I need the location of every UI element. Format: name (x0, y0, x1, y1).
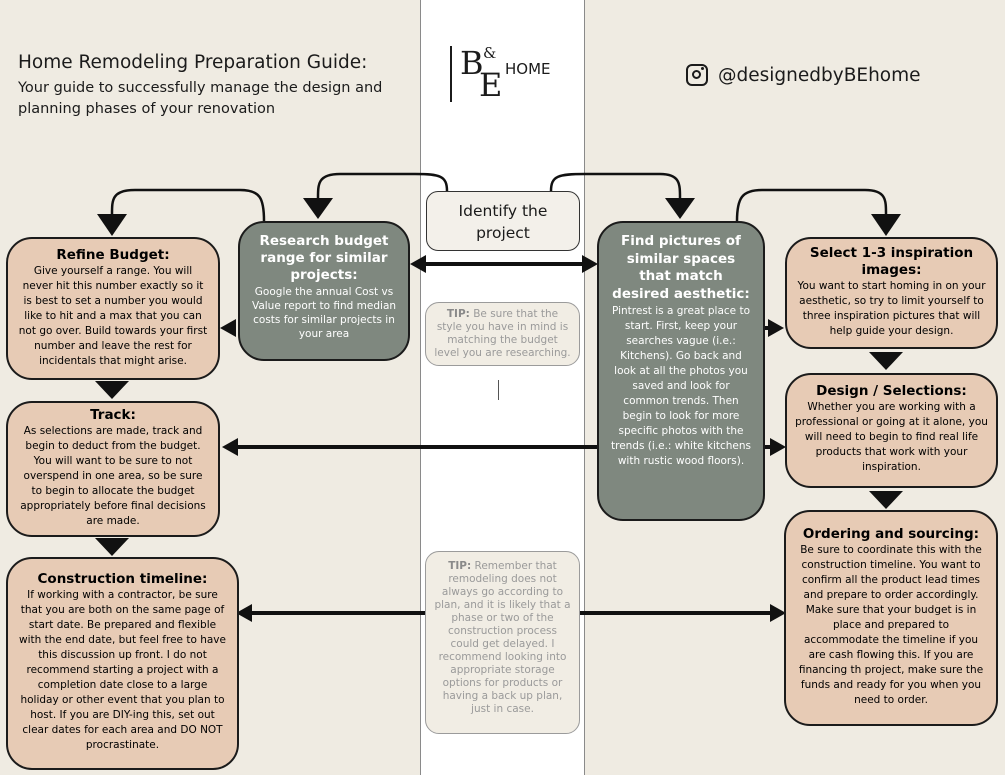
arrowhead (95, 381, 129, 399)
tip-label: TIP: (448, 560, 472, 572)
node-track: Track: As selections are made, track and… (6, 401, 220, 537)
node-track-title: Track: (90, 407, 136, 423)
node-find-pictures-title: Find pictures of similar spaces that mat… (612, 233, 750, 302)
tip-box-style-budget: TIP: Be sure that the style you have in … (425, 302, 580, 366)
node-design-selections: Design / Selections: Whether you are wor… (785, 373, 998, 488)
arrowhead (410, 255, 426, 273)
node-construction-timeline: Construction timeline: If working with a… (6, 557, 239, 770)
node-research-budget: Research budget range for similar projec… (238, 221, 410, 361)
logo-word: HOME (505, 60, 551, 78)
node-construction-title: Construction timeline: (37, 571, 208, 587)
instagram-icon (686, 64, 708, 86)
node-construction-body: If working with a contractor, be sure th… (19, 589, 226, 751)
node-design-title: Design / Selections: (816, 383, 967, 399)
logo-letter-b: B (460, 44, 484, 82)
arrowhead (665, 198, 695, 219)
node-refine-budget: Refine Budget: Give yourself a range. Yo… (6, 237, 220, 380)
node-refine-body: Give yourself a range. You will never hi… (18, 265, 208, 367)
be-home-logo: B & E HOME (446, 44, 566, 102)
text-cursor (498, 380, 499, 400)
node-research-body: Google the annual Cost vs Value report t… (251, 286, 397, 340)
arrowhead (770, 604, 786, 622)
node-refine-title: Refine Budget: (56, 247, 170, 263)
node-research-title: Research budget range for similar projec… (259, 233, 389, 283)
social-handle-text: @designedbyBEhome (718, 64, 921, 86)
node-find-pictures: Find pictures of similar spaces that mat… (597, 221, 765, 521)
arrowhead (220, 319, 236, 337)
arrowhead (97, 214, 127, 236)
node-find-pictures-body: Pintrest is a great place to start. Firs… (610, 305, 752, 467)
node-identify-title: Identify the project (458, 202, 548, 242)
tip-text: Remember that remodeling does not always… (434, 560, 571, 715)
node-design-body: Whether you are working with a professio… (795, 401, 988, 473)
arrow-identify-to-find-pictures (549, 172, 682, 199)
arrowhead (236, 604, 252, 622)
tip-box-delays: TIP: Remember that remodeling does not a… (425, 551, 580, 734)
tip-text: Be sure that the style you have in mind … (434, 308, 571, 359)
arrowhead (768, 319, 784, 337)
logo-letter-e: E (479, 66, 503, 104)
arrowhead (303, 198, 333, 219)
logo-rule (450, 46, 452, 102)
arrowhead (869, 352, 903, 370)
node-identify-project: Identify the project (426, 191, 580, 251)
social-handle[interactable]: @designedbyBEhome (686, 64, 921, 86)
node-inspiration-body: You want to start homing in on your aest… (797, 280, 986, 337)
tip-label: TIP: (446, 308, 470, 320)
arrowhead (582, 255, 598, 273)
arrowhead (869, 491, 903, 509)
page-title: Home Remodeling Preparation Guide: (18, 52, 368, 73)
arrow-research-to-refine (110, 188, 266, 222)
node-ordering-body: Be sure to coordinate this with the cons… (798, 544, 984, 706)
page-subtitle: Your guide to successfully manage the de… (18, 80, 383, 117)
node-inspiration-title: Select 1-3 inspiration images: (809, 245, 974, 278)
arrowhead (770, 438, 786, 456)
logo-ampersand: & (483, 44, 497, 62)
arrowhead (95, 538, 129, 556)
arrow-find-to-inspiration (735, 188, 888, 222)
node-select-inspiration: Select 1-3 inspiration images: You want … (785, 237, 998, 349)
arrowhead (222, 438, 238, 456)
arrowhead (871, 214, 901, 236)
arrow-identify-to-research (316, 172, 449, 199)
node-ordering-sourcing: Ordering and sourcing: Be sure to coordi… (784, 510, 998, 726)
node-ordering-title: Ordering and sourcing: (802, 526, 980, 542)
node-track-body: As selections are made, track and begin … (20, 425, 206, 527)
